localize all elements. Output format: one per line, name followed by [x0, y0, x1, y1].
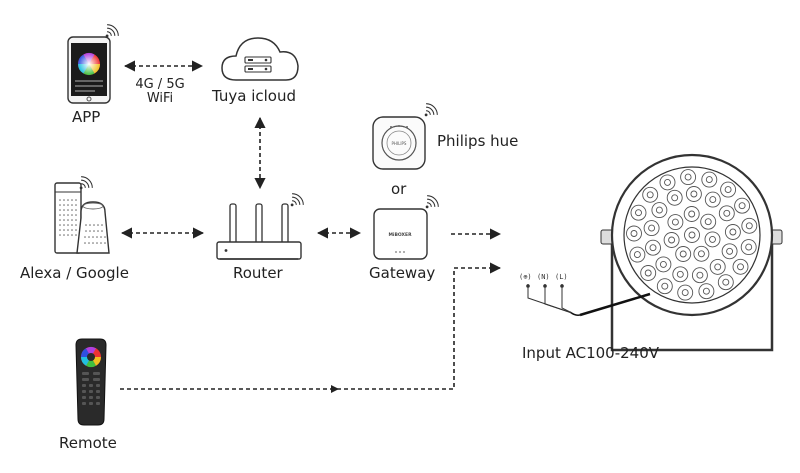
- led-lens-center: [688, 231, 696, 239]
- terminal-live: (L): [555, 273, 568, 281]
- led-lens-center: [737, 263, 744, 271]
- router-wifi-icon: [290, 193, 304, 207]
- led-lens-center: [684, 173, 692, 181]
- power-terminals: (⊕) (N) (L): [519, 273, 573, 314]
- label-network-line1: 4G / 5G: [135, 77, 185, 92]
- led-lens-center: [688, 210, 696, 218]
- label-network-line2: WiFi: [146, 90, 174, 106]
- led-lens-center: [726, 247, 734, 255]
- led-lens-center: [648, 224, 656, 232]
- label-input-voltage: Input AC100-240V: [522, 344, 660, 362]
- led-lens-center: [644, 269, 652, 277]
- gateway-icon: MiBOXER: [373, 208, 428, 260]
- label-network: 4G / 5G WiFi: [132, 78, 188, 105]
- led-array: [626, 169, 758, 301]
- terminal-neutral: (N): [537, 273, 550, 281]
- led-lens-center: [649, 244, 657, 252]
- led-lens-center: [745, 222, 753, 230]
- label-or: or: [391, 180, 407, 198]
- led-lens-center: [729, 228, 737, 236]
- led-lens-center: [696, 271, 704, 279]
- led-lens-center: [714, 263, 722, 271]
- led-lens-center: [655, 206, 663, 214]
- led-lens-center: [697, 250, 705, 258]
- led-lens-center: [745, 243, 753, 251]
- led-lens-center: [723, 209, 731, 217]
- led-lens-center: [633, 251, 641, 259]
- label-alexa-google: Alexa / Google: [20, 264, 129, 282]
- led-lens-center: [635, 209, 642, 217]
- remote-control-icon: [75, 338, 107, 426]
- led-lens-center: [709, 235, 716, 243]
- led-lens-center: [661, 282, 669, 290]
- led-lens-center: [690, 190, 698, 198]
- led-lens-center: [646, 191, 654, 199]
- led-lens-center: [681, 289, 689, 297]
- terminal-earth: (⊕): [519, 273, 532, 281]
- led-lens-center: [671, 194, 679, 202]
- led-lens-center: [671, 218, 679, 226]
- led-lens-center: [705, 176, 713, 184]
- gateway-wifi-icon: [425, 195, 439, 209]
- cloud-icon: [221, 37, 299, 81]
- remote-arrow-midpoint: [331, 385, 339, 393]
- connection-arrows: [120, 60, 502, 390]
- philips-wifi-icon: [424, 103, 438, 117]
- led-lens-center: [664, 178, 671, 186]
- label-remote: Remote: [59, 434, 117, 452]
- phone-wifi-icon: [105, 24, 119, 38]
- led-lens-center: [738, 202, 746, 210]
- led-lens-center: [724, 186, 732, 194]
- smartphone-icon: [67, 36, 111, 104]
- philips-hue-bridge-icon: PHILIPS: [372, 116, 426, 170]
- speaker-wifi-icon: [79, 176, 93, 190]
- router-icon: [216, 203, 302, 260]
- led-lens-center: [630, 230, 638, 237]
- label-philips-hue: Philips hue: [437, 132, 519, 150]
- led-lens-center: [704, 218, 712, 226]
- smart-speaker-icon: [54, 182, 110, 254]
- gateway-brand-text: MiBOXER: [388, 232, 412, 238]
- led-lens-center: [702, 287, 710, 295]
- label-gateway: Gateway: [369, 264, 436, 282]
- led-lens-center: [722, 278, 730, 286]
- led-lens-center: [668, 236, 676, 244]
- label-app: APP: [72, 108, 101, 126]
- remote-light-arrow: [120, 262, 502, 390]
- label-cloud: Tuya icloud: [212, 87, 297, 105]
- philips-brand-text: PHILIPS: [392, 141, 407, 146]
- led-lens-center: [659, 260, 667, 268]
- flood-light-icon: [569, 153, 783, 352]
- led-lens-center: [709, 196, 717, 204]
- led-lens-center: [679, 250, 687, 258]
- label-router: Router: [233, 264, 283, 282]
- led-lens-center: [676, 270, 684, 278]
